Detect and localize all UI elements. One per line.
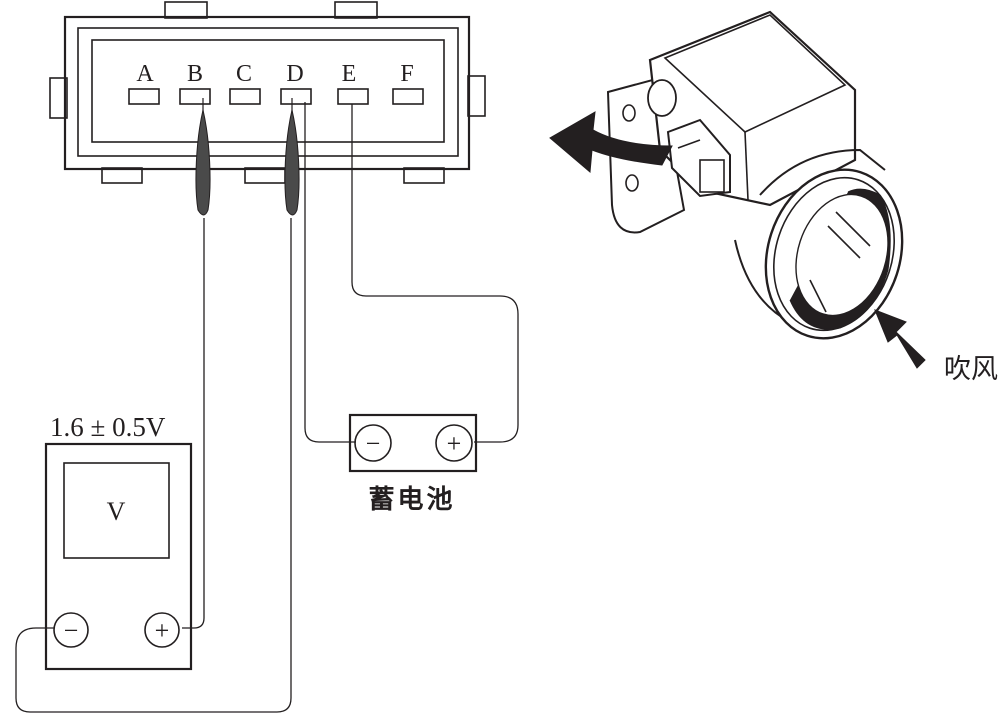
- air-flow-sensor-illustration: 吹风: [549, 10, 998, 385]
- battery-minus-symbol: −: [366, 429, 381, 458]
- probe-b: [195, 109, 211, 216]
- pin-socket-b: [179, 88, 211, 105]
- airflow-label: 吹风: [944, 354, 998, 385]
- battery: − + 蓄电池: [348, 413, 478, 515]
- battery-body: [348, 413, 478, 473]
- pin-socket-f: [392, 88, 424, 105]
- pin-socket-e: [337, 88, 369, 105]
- sensor-plug-line: [677, 139, 701, 149]
- pin-letter-d: D: [286, 61, 303, 87]
- sensor-top-face: [663, 14, 847, 133]
- connector-top-tab-left: [164, 1, 208, 19]
- sensor-edge: [744, 131, 749, 201]
- pin-letter-a: A: [136, 61, 154, 87]
- connector-bottom-tab-2: [244, 167, 286, 184]
- sensor-inlet-line-2: [827, 225, 861, 259]
- connector-block: [49, 1, 486, 184]
- pin-socket-a: [128, 88, 160, 105]
- sensor-tube-top: [759, 148, 886, 196]
- pin-letter-c: C: [236, 61, 252, 87]
- pin-sockets: [128, 88, 424, 105]
- wires: [15, 102, 519, 713]
- pin-letter-b: B: [187, 61, 203, 87]
- voltmeter-plus-terminal: [144, 612, 180, 648]
- battery-plus-symbol: +: [447, 429, 462, 458]
- airflow-in-arrow-icon: [874, 309, 926, 369]
- voltmeter-plus-symbol: +: [155, 616, 170, 645]
- sensor-flange-hole-top: [622, 104, 636, 122]
- battery-plus-terminal: [435, 424, 473, 462]
- connector-side-tab-right: [467, 75, 486, 117]
- sensor-plug-latch: [699, 159, 725, 193]
- connector-body: [63, 15, 471, 171]
- voltmeter-display: [63, 462, 170, 559]
- wire-d-to-meter-minus: [15, 218, 292, 713]
- connector-socket-frame: [91, 39, 445, 143]
- sensor-flange-hole-bottom: [625, 174, 639, 192]
- wire-d-to-battery-minus: [304, 102, 356, 443]
- pin-letter-f: F: [400, 61, 413, 87]
- wire-e-to-battery-plus: [351, 104, 519, 443]
- probe-d: [284, 109, 300, 216]
- pin-letter-e: E: [342, 61, 357, 87]
- connector-top-tab-right: [334, 1, 378, 19]
- voltmeter: 1.6 ± 0.5V V − +: [44, 412, 193, 671]
- voltmeter-body: [44, 442, 193, 671]
- voltmeter-minus-symbol: −: [64, 616, 79, 645]
- battery-minus-terminal: [354, 424, 392, 462]
- connector-side-tab-left: [49, 77, 68, 119]
- sensor-pivot: [647, 79, 677, 117]
- connector-bottom-tab-3: [403, 167, 445, 184]
- pin-letters: A B C D E F: [136, 61, 413, 87]
- sensor-inlet-bore: [795, 193, 889, 317]
- connector-inner-frame: [77, 27, 459, 157]
- voltmeter-display-text: V: [107, 497, 126, 526]
- battery-label: 蓄电池: [368, 485, 455, 515]
- connector-bottom-tab-1: [101, 167, 143, 184]
- test-probes: [195, 98, 300, 216]
- pin-socket-c: [229, 88, 261, 105]
- pin-socket-d: [280, 88, 312, 105]
- voltmeter-minus-terminal: [53, 612, 89, 648]
- airflow-out-arrow-icon: [549, 111, 673, 174]
- wire-b-to-meter-plus: [182, 218, 205, 629]
- voltmeter-reading-label: 1.6 ± 0.5V: [50, 412, 166, 442]
- sensor-inlet-line-3: [809, 279, 827, 313]
- sensor-inlet-line-1: [835, 211, 871, 247]
